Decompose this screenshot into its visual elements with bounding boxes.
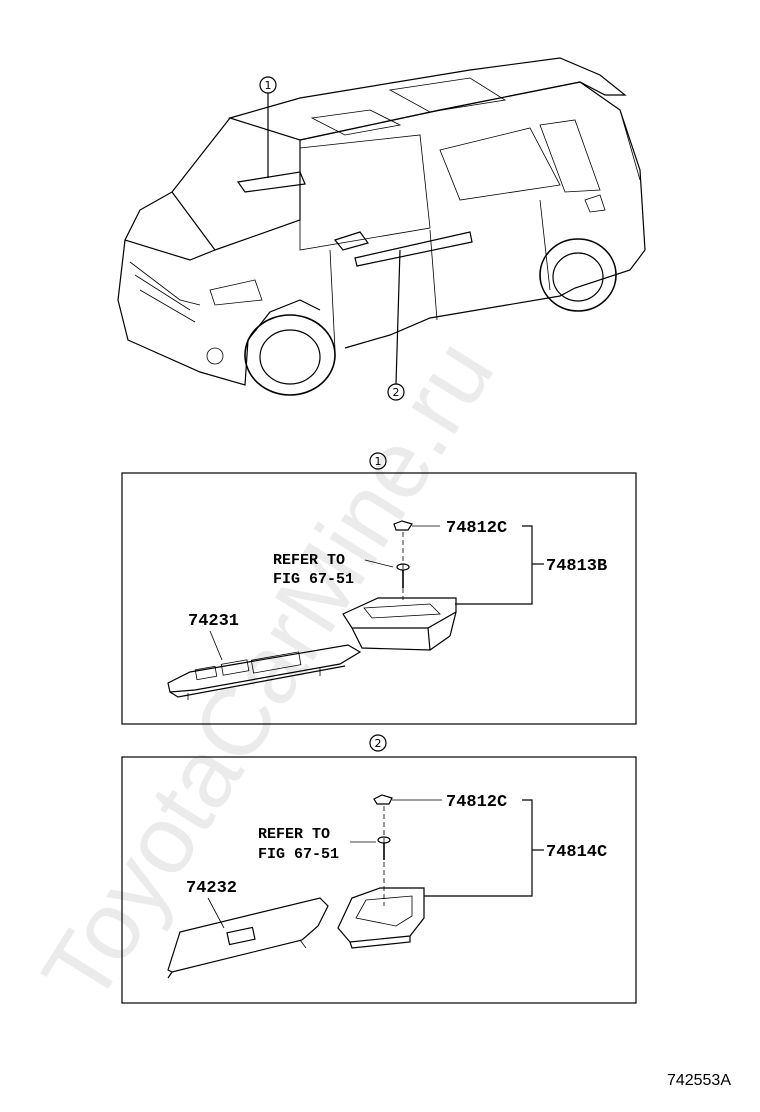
cap-74812c-shape-2 <box>373 794 393 805</box>
vehicle-illustration <box>117 57 646 396</box>
detail-panel-1 <box>121 472 637 725</box>
detail-panel-2 <box>121 756 637 1004</box>
callout-2-panel: 2 <box>369 734 387 752</box>
watermark: ToyotaCarMine.ru <box>22 322 514 1021</box>
screw-icon-2 <box>377 836 391 860</box>
svg-text:2: 2 <box>375 737 382 750</box>
part-label-74232: 74232 <box>186 879 237 898</box>
panel-74232-shape <box>167 897 329 979</box>
part-label-74813b: 74813B <box>546 557 607 576</box>
svg-text:2: 2 <box>393 386 400 399</box>
callout-1-top: 1 <box>259 76 277 178</box>
refer-to-line1-p1: REFER TO <box>273 552 345 569</box>
refer-to-line2-p2: FIG 67-51 <box>258 846 339 863</box>
part-label-74812c: 74812C <box>446 519 507 538</box>
part-label-74814c: 74814C <box>546 843 607 862</box>
callout-1-panel: 1 <box>369 452 387 470</box>
svg-text:1: 1 <box>265 79 272 92</box>
bezel-74813b-shape <box>342 597 457 651</box>
screw-icon <box>396 563 410 588</box>
callout-2-top: 2 <box>387 249 405 401</box>
cap-74812c-shape <box>393 520 413 531</box>
bezel-74814c-shape <box>337 887 425 949</box>
part-label-74231: 74231 <box>188 612 239 631</box>
panel-74231-shape <box>167 644 362 700</box>
refer-to-line1-p2: REFER TO <box>258 826 330 843</box>
part-label-74812c-2: 74812C <box>446 793 507 812</box>
refer-to-line2-p1: FIG 67-51 <box>273 571 354 588</box>
svg-text:1: 1 <box>375 455 382 468</box>
figure-code: 742553A <box>667 1072 731 1089</box>
